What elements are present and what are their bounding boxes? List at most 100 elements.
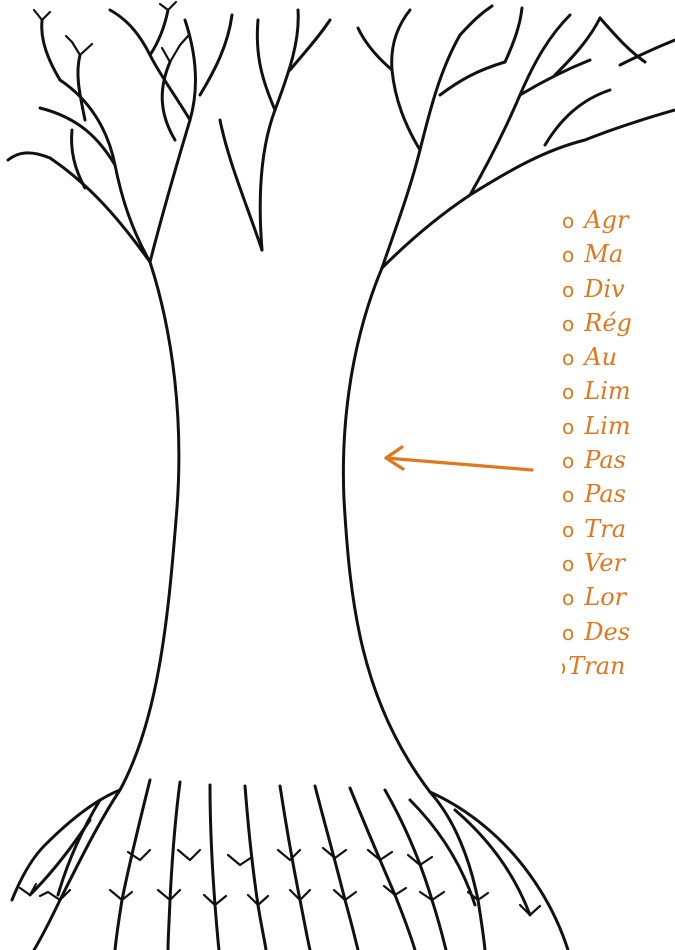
root [243, 784, 268, 950]
rootlet [108, 888, 134, 902]
list-item-text: Tran [568, 651, 626, 680]
branch [356, 26, 394, 72]
bullet-icon: o [562, 414, 575, 439]
bullet-icon: o [562, 551, 575, 576]
branch [618, 38, 675, 67]
rootlet [126, 848, 152, 862]
branch [6, 151, 52, 162]
branch [40, 18, 62, 82]
branch [390, 8, 422, 152]
rootlet [466, 890, 490, 902]
root [348, 786, 417, 950]
branch [598, 16, 647, 64]
bullet-icon: o [562, 277, 575, 302]
bullet-icon: o [562, 346, 575, 371]
branch [58, 78, 152, 264]
list-item-text: Pas [584, 446, 626, 475]
list-item: o Au [562, 340, 675, 374]
list-item: o Pas [562, 443, 675, 477]
arrow-pointer [384, 445, 534, 472]
root [113, 778, 152, 950]
branch [583, 108, 675, 142]
trunk-left-outline [118, 260, 181, 792]
branch [255, 18, 277, 112]
root [313, 784, 360, 950]
list-item-text: Lim [584, 377, 631, 406]
bullet-icon: o [562, 449, 575, 474]
branch [543, 88, 612, 147]
rootlet [382, 884, 408, 897]
list-item-text: Au [584, 343, 618, 372]
branch [438, 60, 507, 97]
branch [380, 138, 587, 270]
branch [468, 13, 572, 197]
branch [48, 156, 152, 264]
root [28, 818, 92, 897]
list-item-text: Rég [584, 308, 632, 337]
bullet-icon: o [562, 380, 575, 405]
bullet-icon: o [562, 311, 575, 336]
branch [70, 128, 87, 190]
list-item: o Lim [562, 374, 675, 408]
rootlet [38, 888, 72, 902]
branch [518, 58, 592, 97]
list-item: o Ma [562, 237, 675, 271]
rootlet [321, 846, 348, 860]
list-item: o Rég [562, 306, 675, 340]
list-item-text: Agr [584, 206, 629, 234]
rootlet [366, 848, 394, 862]
list-item-text: Des [584, 617, 631, 646]
rootlet [156, 888, 182, 902]
branch [76, 53, 87, 122]
list-item: o Agr [562, 203, 675, 237]
root [453, 808, 532, 917]
rootlet [332, 888, 358, 902]
branch [218, 118, 264, 252]
list-item-text: Lor [584, 583, 627, 612]
root [383, 788, 448, 950]
root [166, 780, 182, 950]
rootlet [226, 853, 254, 867]
branch [288, 18, 332, 72]
root [278, 784, 312, 950]
list-item-text: Lim [584, 411, 631, 440]
root [408, 798, 477, 907]
bullet-icon: o [562, 655, 566, 679]
bullet-icon: o [562, 517, 575, 542]
bullet-icon: o [562, 243, 575, 268]
branch [553, 16, 602, 77]
rootlet [406, 853, 434, 867]
trunk-right-outline [341, 266, 432, 794]
rootlet [418, 890, 446, 902]
list-item-text: Pas [584, 480, 626, 509]
twig [158, 0, 178, 12]
list-item: o Lim [562, 409, 675, 443]
root [428, 790, 487, 950]
list-item-text: Div [584, 274, 625, 303]
branch [458, 4, 494, 37]
list-item-text: Ma [584, 240, 624, 269]
bullet-icon: o [562, 209, 575, 233]
root [428, 790, 570, 950]
twig [32, 8, 52, 22]
rootlet [176, 848, 202, 862]
list-item: oTran [562, 649, 675, 683]
bullet-icon: o [562, 483, 575, 508]
branch [198, 13, 234, 97]
branch [108, 8, 192, 122]
rootlet [18, 882, 38, 897]
root [32, 788, 122, 950]
list-item-text: Ver [584, 548, 626, 577]
rootlet [246, 893, 270, 907]
root [56, 798, 102, 897]
branch [38, 106, 117, 167]
branch [148, 8, 170, 57]
list-item: o Pas [562, 477, 675, 511]
root [10, 788, 122, 902]
rootlet [518, 903, 542, 917]
